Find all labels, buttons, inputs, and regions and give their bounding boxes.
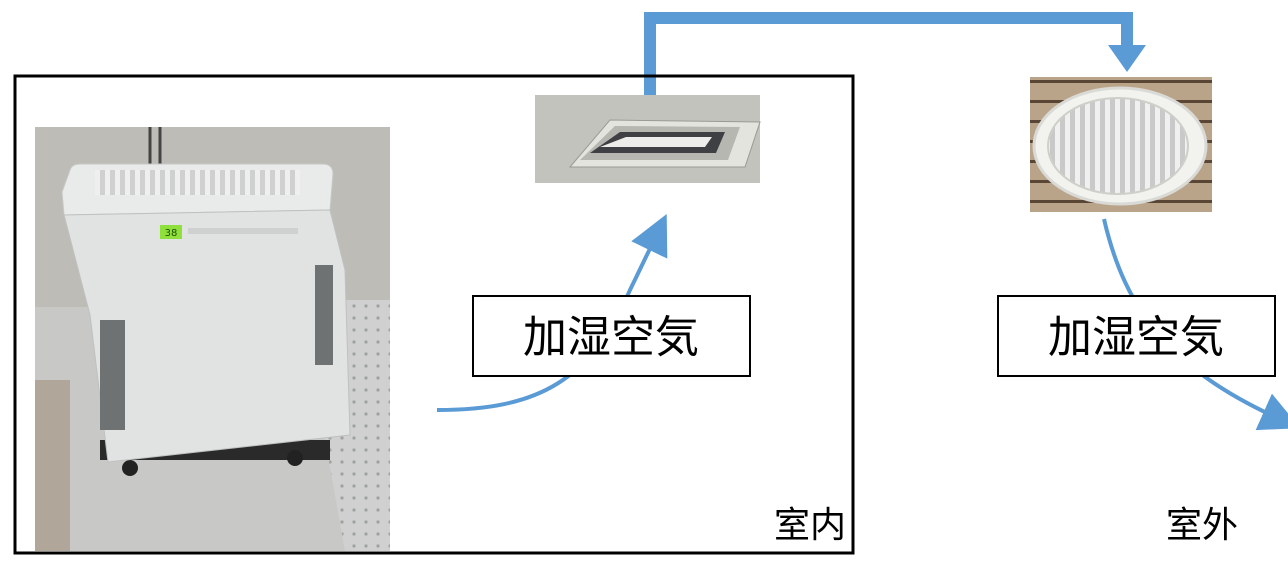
indoor-room-frame — [13, 74, 855, 555]
outdoor-humidified-air-label-box: 加湿空気 — [997, 295, 1276, 377]
outdoor-humidified-air-label: 加湿空気 — [1048, 312, 1224, 363]
round-vent-photo — [1030, 77, 1212, 212]
humidifier-display — [160, 225, 182, 239]
ceiling-vent-photo — [535, 95, 761, 183]
indoor-humidified-air-label-box: 加湿空気 — [472, 295, 751, 377]
outdoor-area-label: 室外 — [1166, 505, 1238, 546]
duct-arrow — [644, 12, 1133, 95]
humidifier-display-reading: 38 — [165, 228, 178, 239]
humidifier-photo: 38 — [35, 127, 390, 551]
indoor-area-label: 室内 — [774, 505, 846, 546]
indoor-humidified-air-label: 加湿空気 — [523, 312, 699, 363]
duct-arrowhead — [1108, 45, 1146, 72]
